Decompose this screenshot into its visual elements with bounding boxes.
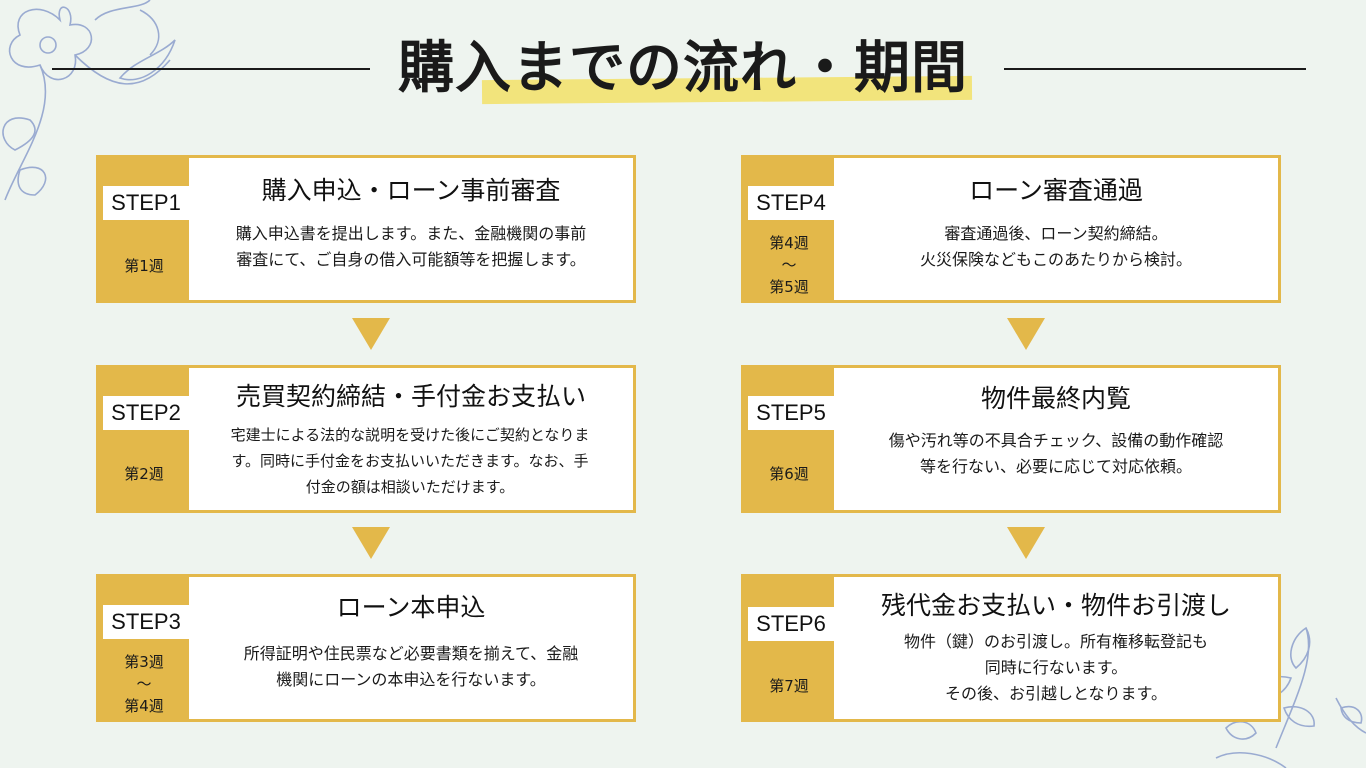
step-card-2: STEP2 第2週 売買契約締結・手付金お支払い 宅建士による法的な説明を受けた…	[96, 365, 636, 513]
step-card-4: STEP4 第4週 〜 第5週 ローン審査通過 審査通過後、ローン契約締結。 火…	[741, 155, 1281, 303]
step-week: 第6週	[769, 465, 809, 483]
step-side-panel	[99, 368, 189, 510]
step-label: STEP6	[748, 607, 834, 641]
step-heading: ローン本申込	[336, 593, 486, 622]
step-side-panel	[744, 368, 834, 510]
step-heading: 売買契約締結・手付金お支払い	[235, 382, 586, 411]
step-description: 物件（鍵）のお引渡し。所有権移転登記も 同時に行ないます。 その後、お引越しとな…	[903, 632, 1208, 703]
step-week: 第2週	[124, 465, 164, 483]
step-side-panel	[99, 577, 189, 719]
step-week: 第7週	[769, 677, 809, 695]
step-label: STEP3	[103, 605, 189, 639]
step-description: 所得証明や住民票など必要書類を揃えて、金融 機関にローンの本申込を行ないます。	[243, 644, 579, 689]
step-label: STEP1	[103, 186, 189, 220]
down-arrow-icon	[352, 318, 390, 350]
step-card-3: STEP3 第3週 〜 第4週 ローン本申込 所得証明や住民票など必要書類を揃え…	[96, 574, 636, 722]
step-label: STEP4	[748, 186, 834, 220]
step-label: STEP5	[748, 396, 834, 430]
step-card-5: STEP5 第6週 物件最終内覧 傷や汚れ等の不具合チェック、設備の動作確認 等…	[741, 365, 1281, 513]
step-heading: 残代金お支払い・物件お引渡し	[880, 591, 1231, 620]
step-week: 第3週 〜 第4週	[124, 653, 164, 715]
step-description: 宅建士による法的な説明を受けた後にご契約となりま す。同時に手付金をお支払いいた…	[230, 426, 590, 496]
step-side-panel	[744, 577, 834, 719]
step-week: 第1週	[124, 257, 164, 275]
title-line-left	[52, 68, 370, 70]
down-arrow-icon	[1007, 527, 1045, 559]
step-description: 購入申込書を提出します。また、金融機関の事前 審査にて、ご自身の借入可能額等を把…	[235, 224, 587, 269]
step-description: 審査通過後、ローン契約締結。 火災保険などもこのあたりから検討。	[919, 224, 1192, 269]
step-description: 傷や汚れ等の不具合チェック、設備の動作確認 等を行ない、必要に応じて対応依頼。	[888, 431, 1224, 476]
step-week: 第4週 〜 第5週	[769, 234, 809, 296]
step-heading: ローン審査通過	[969, 176, 1143, 205]
title-line-right	[1004, 68, 1306, 70]
step-side-panel	[99, 158, 189, 300]
step-side-panel	[744, 158, 834, 300]
down-arrow-icon	[1007, 318, 1045, 350]
step-heading: 物件最終内覧	[980, 384, 1131, 413]
step-heading: 購入申込・ローン事前審査	[261, 176, 561, 205]
step-label: STEP2	[103, 396, 189, 430]
down-arrow-icon	[352, 527, 390, 559]
page-title: 購入までの流れ・期間	[390, 32, 976, 104]
step-card-6: STEP6 第7週 残代金お支払い・物件お引渡し 物件（鍵）のお引渡し。所有権移…	[741, 574, 1281, 722]
step-card-1: STEP1 第1週 購入申込・ローン事前審査 購入申込書を提出します。また、金融…	[96, 155, 636, 303]
